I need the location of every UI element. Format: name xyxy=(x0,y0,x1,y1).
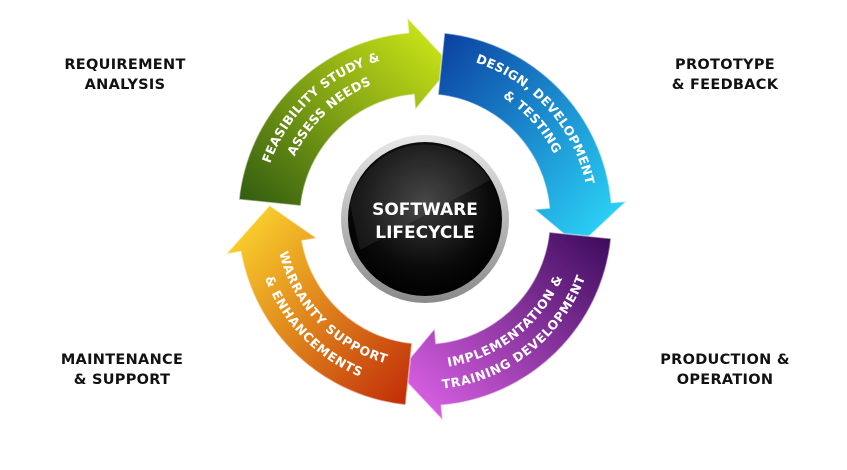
phase-label-maintenance-support: MAINTENANCE & SUPPORT xyxy=(22,350,222,390)
hub-core xyxy=(348,142,502,296)
phase-label-prototype-feedback: PROTOTYPE & FEEDBACK xyxy=(625,55,825,95)
center-title-line-2: LIFECYCLE xyxy=(375,223,475,243)
arrow-warranty-support: WARRANTY SUPPORT& ENHANCEMENTS xyxy=(224,204,413,406)
arrow-shape xyxy=(437,32,629,248)
label-line: MAINTENANCE xyxy=(60,352,184,368)
label-line: PROTOTYPE xyxy=(675,57,775,73)
arrow-shape xyxy=(396,231,612,423)
center-hub: SOFTWARE LIFECYCLE xyxy=(341,135,509,303)
label-line: PRODUCTION & xyxy=(660,352,790,368)
hub-gloss xyxy=(350,144,490,250)
arrow-shape xyxy=(238,15,454,207)
label-line: REQUIREMENT xyxy=(64,57,186,73)
arrow-shape xyxy=(224,204,413,406)
phase-label-requirement-analysis: REQUIREMENT ANALYSIS xyxy=(25,55,225,95)
center-title-line-1: SOFTWARE xyxy=(372,200,478,220)
label-line: OPERATION xyxy=(676,372,774,388)
label-line: ANALYSIS xyxy=(84,77,166,93)
label-line: & FEEDBACK xyxy=(671,77,779,93)
label-line: & SUPPORT xyxy=(73,372,171,388)
phase-label-production-operation: PRODUCTION & OPERATION xyxy=(625,350,825,390)
